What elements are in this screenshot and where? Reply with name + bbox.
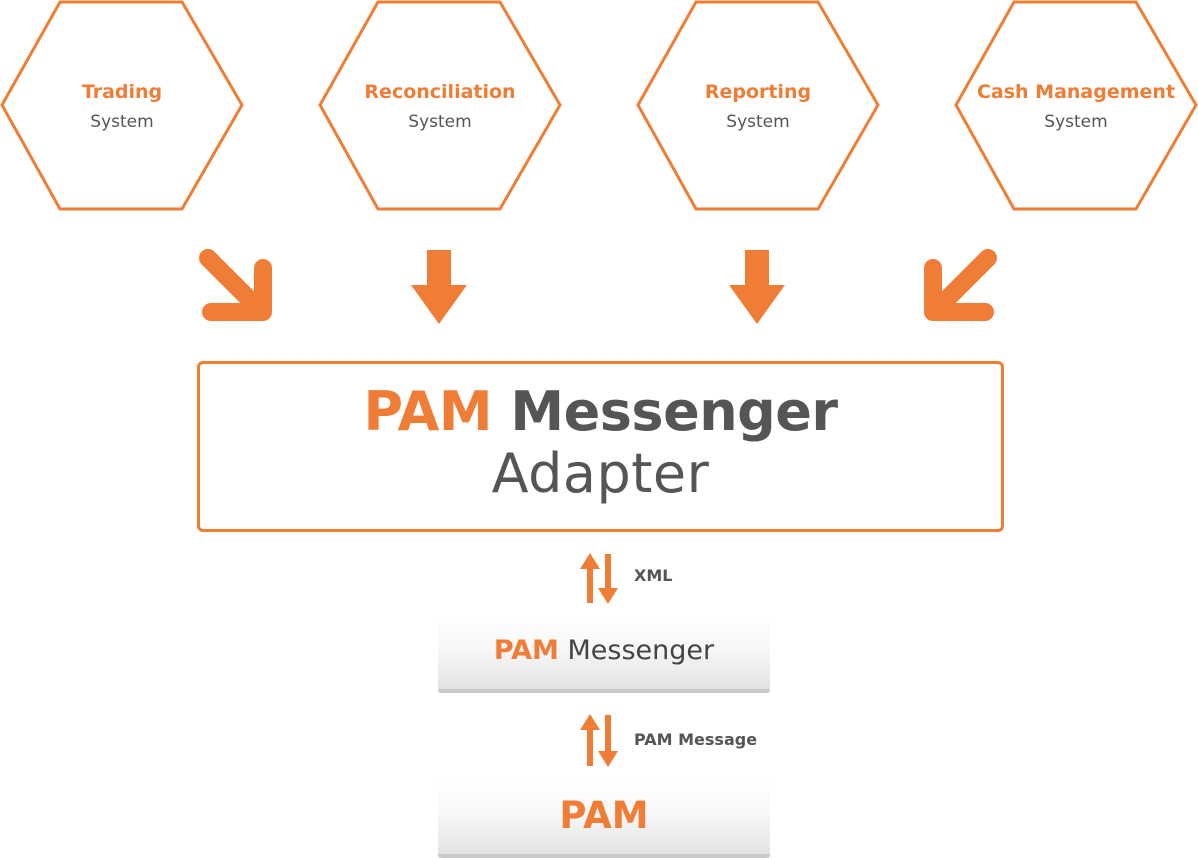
bidirectional-arrow-icon [580, 714, 618, 767]
system-trading: Trading System [2, 80, 242, 134]
hexagon-reporting [636, 0, 880, 211]
adapter-title: PAM Messenger [200, 380, 1001, 444]
messenger-brand: PAM [493, 635, 559, 666]
adapter-name: Messenger [510, 380, 838, 443]
system-title: Reporting [704, 81, 812, 103]
system-subtitle: System [1044, 112, 1108, 132]
system-title: Cash Management [976, 81, 1176, 103]
pam-label: PAM [559, 794, 649, 837]
hexagon-cash-management [954, 0, 1198, 211]
system-reporting: Reporting System [638, 80, 878, 134]
arrow-down-icon [729, 250, 785, 324]
messenger-box: PAM Messenger [438, 617, 770, 693]
arrow-down-left-icon [924, 249, 997, 321]
adapter-brand: PAM [363, 380, 493, 443]
arrow-down-icon [411, 250, 467, 324]
arrow-down-right-icon [199, 249, 272, 321]
connection-label-xml: XML [634, 566, 673, 585]
connection-label-pam-message: PAM Message [634, 730, 758, 749]
system-subtitle: System [408, 112, 472, 132]
system-cash-management: Cash Management System [956, 80, 1196, 134]
system-reconciliation: Reconciliation System [320, 80, 560, 134]
messenger-name: Messenger [567, 635, 715, 666]
bidirectional-arrow-icon [580, 553, 618, 604]
system-subtitle: System [726, 112, 790, 132]
pam-title: PAM [438, 782, 770, 854]
adapter-subtitle: Adapter [491, 442, 710, 505]
adapter-box: PAM Messenger Adapter [197, 361, 1004, 532]
system-title: Reconciliation [364, 81, 516, 103]
system-subtitle: System [90, 112, 154, 132]
system-title: Trading [81, 81, 163, 103]
messenger-title: PAM Messenger [438, 617, 770, 685]
hexagon-trading [0, 0, 244, 211]
pam-box: PAM [438, 782, 770, 858]
hexagon-reconciliation [318, 0, 562, 211]
